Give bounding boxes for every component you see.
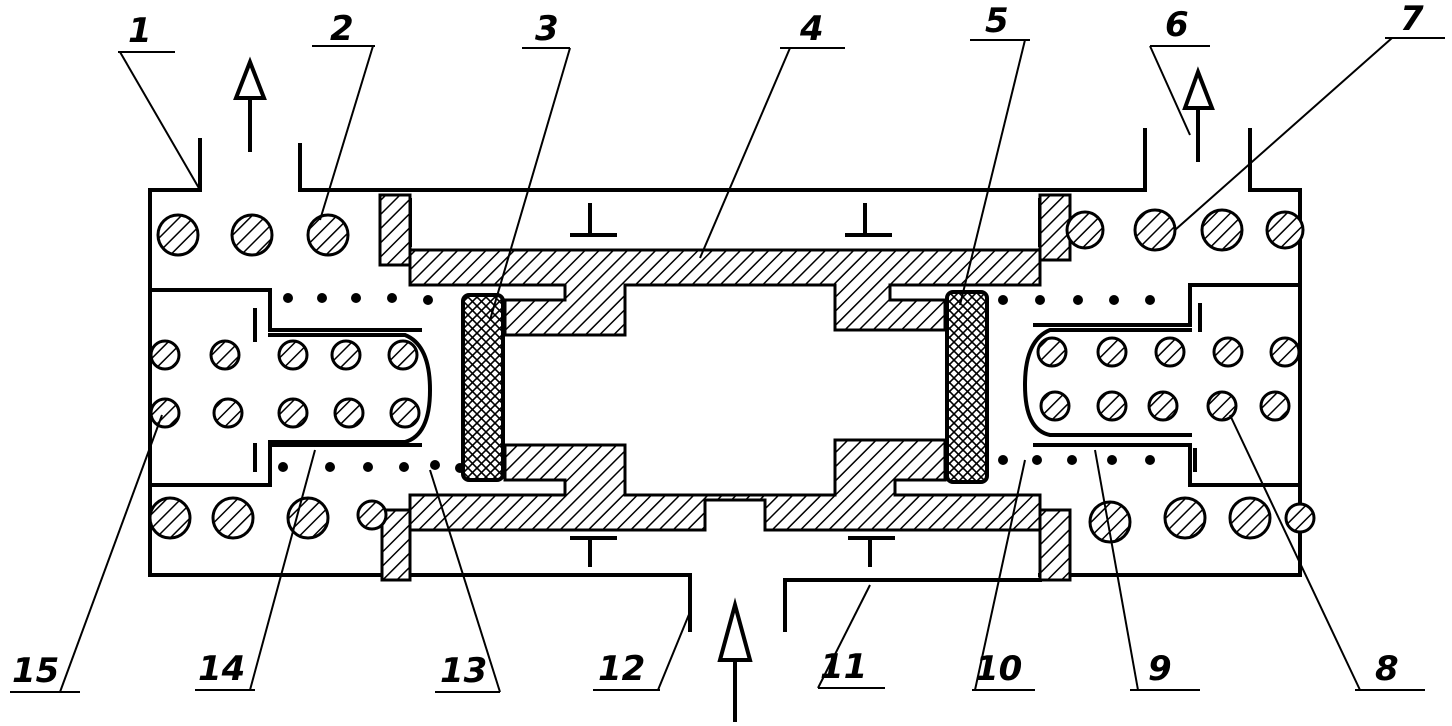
label-6: 6 <box>1165 5 1189 45</box>
outlet-arrow-left <box>233 56 267 152</box>
label-2: 2 <box>330 9 354 49</box>
label-9: 9 <box>1148 649 1172 689</box>
housing-outline <box>148 128 1302 632</box>
label-10: 10 <box>975 649 1022 689</box>
fine-particles <box>278 293 1155 473</box>
label-3: 3 <box>535 9 559 49</box>
label-12: 12 <box>598 649 645 689</box>
label-8: 8 <box>1375 649 1399 689</box>
granules <box>148 208 1316 544</box>
inlet-arrow-bottom <box>717 597 753 722</box>
label-13: 13 <box>440 651 487 691</box>
part-labels: 1 2 3 4 5 6 7 8 9 10 11 12 13 14 15 <box>12 0 1424 691</box>
label-11: 11 <box>820 647 867 687</box>
left-mesh-filter <box>461 293 505 482</box>
outlet-arrow-right <box>1182 66 1215 162</box>
label-1: 1 <box>128 11 152 51</box>
label-14: 14 <box>198 649 245 689</box>
label-4: 4 <box>799 9 824 49</box>
leader-lines <box>10 37 1445 693</box>
label-5: 5 <box>985 1 1009 41</box>
right-mesh-filter <box>945 290 989 484</box>
label-15: 15 <box>12 651 59 691</box>
label-7: 7 <box>1400 0 1424 39</box>
